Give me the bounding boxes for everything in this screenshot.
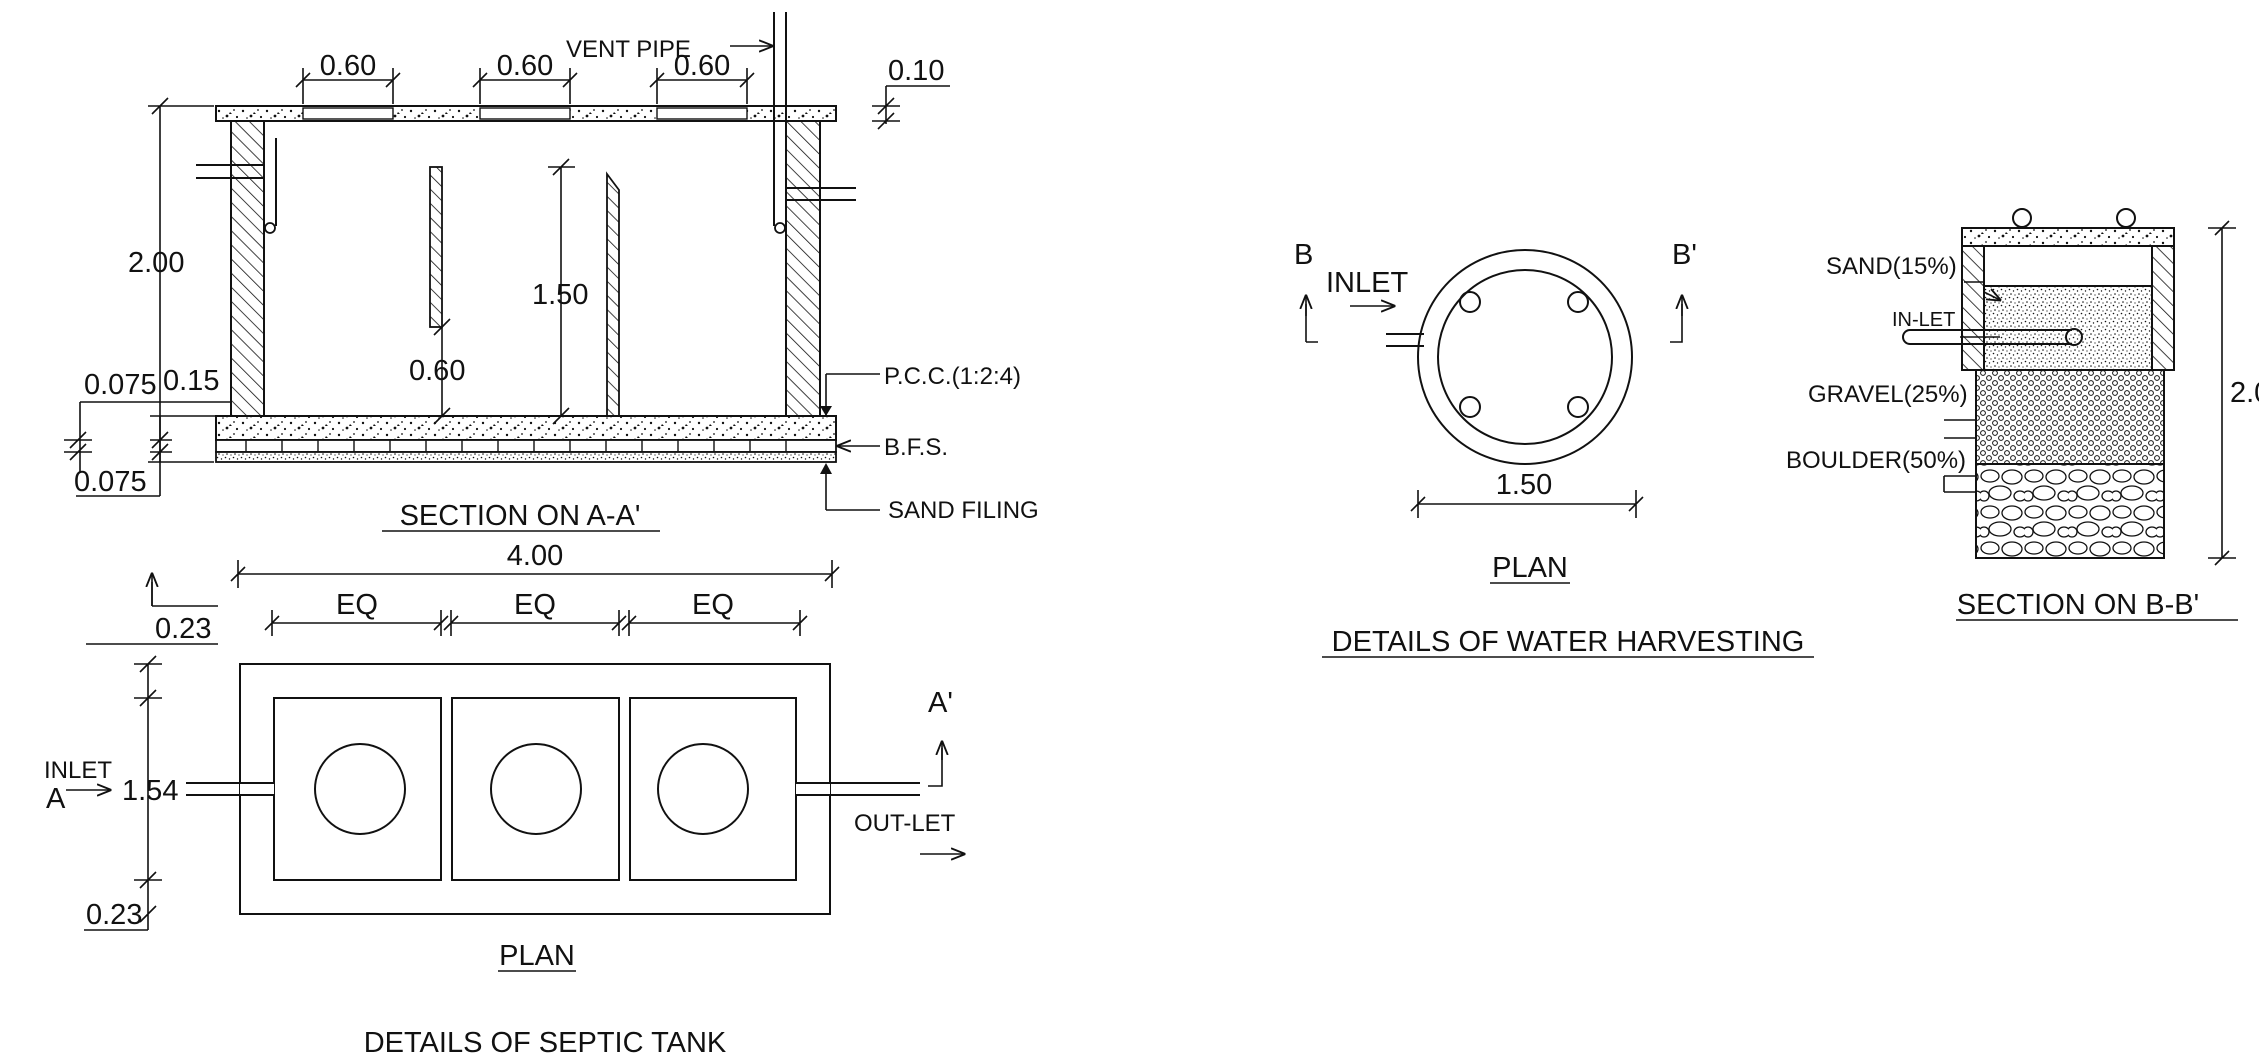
- sand-filling-label: SAND FILING: [888, 497, 1039, 524]
- section-marker-b-prime: B': [1672, 239, 1697, 271]
- pit-outer-ring: [1417, 249, 1633, 465]
- dim-height: 2.00: [128, 247, 184, 279]
- dim-pit-height: 2.00: [2230, 377, 2259, 409]
- septic-section: 0.60 0.60 0.60 VENT PIPE 0.10 2.00 1.50 …: [64, 12, 1039, 532]
- septic-left-wall: [230, 120, 265, 417]
- plan-inlet-label: INLET: [44, 757, 112, 784]
- septic-sand-layer: [215, 451, 837, 463]
- section-inlet-label: IN-LET: [1892, 309, 1955, 331]
- septic-pcc-layer: [215, 415, 837, 441]
- bfs-label: B.F.S.: [884, 434, 948, 461]
- septic-plan-title: PLAN: [499, 940, 575, 972]
- dim-baffle-height: 1.50: [532, 279, 588, 311]
- manhole-1: [314, 743, 406, 835]
- dim-wall-top: 0.23: [155, 613, 211, 645]
- septic-baffle-1: [429, 166, 443, 328]
- dim-top-1: 0.60: [320, 50, 376, 82]
- septic-bfs-layer: [215, 439, 837, 453]
- dim-top-2: 0.60: [497, 50, 553, 82]
- pit-cover-slab: [1961, 227, 2175, 247]
- septic-plan: 4.00 EQ EQ EQ 0.23 1.54 0.23 INLET A A': [44, 540, 964, 1055]
- harvest-plan: B INLET B' 1.50 PLAN DETAILS OF WATER HA…: [1294, 239, 1814, 658]
- plan-chamber-3: [629, 697, 797, 881]
- plan-outer-wall: [239, 663, 831, 915]
- sand-layer: [1983, 285, 2153, 371]
- gravel-label: GRAVEL(25%): [1808, 381, 1968, 408]
- harvest-inlet-label: INLET: [1326, 267, 1408, 299]
- septic-details-title: DETAILS OF SEPTIC TANK: [364, 1027, 727, 1055]
- plan-outlet-label: OUT-LET: [854, 810, 956, 837]
- plan-chamber-2: [451, 697, 620, 881]
- dim-total: 4.00: [507, 540, 563, 572]
- septic-baffle-2: [606, 171, 620, 417]
- pcc-label: P.C.C.(1:2:4): [884, 363, 1021, 390]
- section-marker-a: A: [46, 783, 66, 815]
- harvest-plan-title: PLAN: [1492, 552, 1568, 584]
- harvest-section: SAND(15%) IN-LET GRAVEL(25%) BOULDER(50%…: [1786, 208, 2259, 621]
- vent-pipe-label: VENT PIPE: [566, 36, 691, 63]
- manhole-2: [490, 743, 582, 835]
- eq-3: EQ: [692, 589, 734, 621]
- boulder-layer: [1975, 463, 2165, 559]
- dim-slab: 0.10: [888, 55, 944, 87]
- dim-pcc: 0.075: [84, 369, 157, 401]
- dim-width: 1.54: [122, 775, 178, 807]
- manhole-3: [657, 743, 749, 835]
- sand-label: SAND(15%): [1826, 253, 1957, 280]
- harvest-section-title: SECTION ON B-B': [1957, 589, 2199, 621]
- boulder-label: BOULDER(50%): [1786, 447, 1966, 474]
- eq-2: EQ: [514, 589, 556, 621]
- dim-bfs: 0.075: [74, 466, 147, 498]
- dim-top-3: 0.60: [674, 50, 730, 82]
- dim-pit-diameter: 1.50: [1496, 469, 1552, 501]
- dim-baffle-gap: 0.60: [409, 355, 465, 387]
- section-marker-b: B: [1294, 239, 1313, 271]
- dim-wall: 0.15: [163, 365, 219, 397]
- gravel-layer: [1975, 369, 2165, 465]
- pit-inner-ring: [1437, 269, 1613, 445]
- eq-1: EQ: [336, 589, 378, 621]
- plan-chamber-1: [273, 697, 442, 881]
- dim-wall-bottom: 0.23: [86, 899, 142, 931]
- harvest-details-title: DETAILS OF WATER HARVESTING: [1332, 626, 1805, 658]
- septic-right-wall: [785, 120, 821, 417]
- septic-section-title: SECTION ON A-A': [400, 500, 641, 532]
- section-marker-a-prime: A': [928, 687, 953, 719]
